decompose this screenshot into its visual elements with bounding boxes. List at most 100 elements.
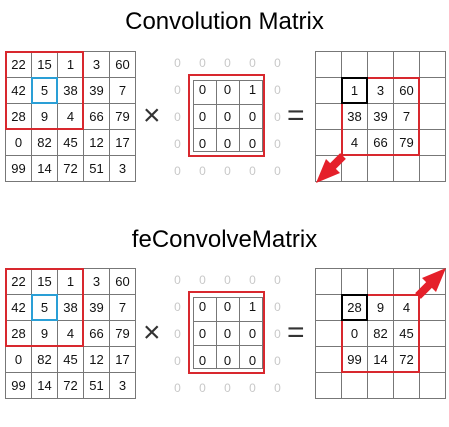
result-cell (394, 373, 420, 399)
kernel-gridlines (193, 80, 263, 152)
section-title: Convolution Matrix (125, 8, 324, 35)
result-cell (420, 130, 446, 156)
source-cell: 14 (32, 373, 58, 399)
source-cell: 39 (84, 295, 110, 321)
result-cell (368, 156, 394, 182)
kernel-cell: 0 (274, 82, 281, 97)
result-cell (316, 52, 342, 78)
result-origin-highlight (341, 77, 368, 104)
kernel-cell: 0 (248, 109, 257, 124)
kernel-cell: 0 (274, 55, 281, 70)
source-cell: 0 (6, 130, 32, 156)
kernel-cell: 0 (248, 353, 257, 368)
kernel-cell: 0 (174, 299, 181, 314)
source-cell: 60 (110, 269, 136, 295)
source-cell: 0 (6, 347, 32, 373)
result-cell (316, 373, 342, 399)
result-cell (316, 269, 342, 295)
result-cell (420, 269, 446, 295)
result-cell (342, 373, 368, 399)
kernel-cell: 0 (223, 299, 232, 314)
result-cell: 82 (368, 321, 394, 347)
kernel-cell: 0 (174, 353, 181, 368)
source-cell: 12 (84, 347, 110, 373)
kernel-cell: 0 (274, 272, 281, 287)
kernel-cell: 0 (198, 136, 207, 151)
source-cell: 3 (84, 269, 110, 295)
kernel-cell: 0 (199, 55, 206, 70)
result-cell: 0 (342, 321, 368, 347)
kernel-cell: 0 (223, 353, 232, 368)
kernel-cell: 0 (199, 163, 206, 178)
result-cell (420, 347, 446, 373)
kernel-cell: 0 (174, 136, 181, 151)
shift-arrow-down-left (316, 153, 346, 183)
kernel-cell: 0 (224, 163, 231, 178)
source-cell: 82 (32, 130, 58, 156)
source-cell: 14 (32, 156, 58, 182)
kernel-cell: 0 (248, 326, 257, 341)
equals-symbol: = (287, 99, 305, 132)
multiply-symbol: × (143, 99, 161, 132)
equals-symbol: = (287, 316, 305, 349)
source-cell: 12 (84, 130, 110, 156)
source-cell: 3 (84, 52, 110, 78)
source-cell: 17 (110, 347, 136, 373)
shift-arrow-up-right (415, 268, 446, 299)
result-cell: 9 (368, 295, 394, 321)
source-cell: 3 (110, 156, 136, 182)
result-cell (420, 78, 446, 104)
result-cell (342, 156, 368, 182)
result-cell (316, 156, 342, 182)
kernel-cell: 0 (174, 380, 181, 395)
result-cell (420, 295, 446, 321)
kernel-cell: 0 (274, 380, 281, 395)
source-cell: 45 (58, 130, 84, 156)
kernel-cell: 0 (249, 55, 256, 70)
kernel-cell: 0 (174, 55, 181, 70)
source-cell: 3 (110, 373, 136, 399)
kernel-cell: 0 (223, 109, 232, 124)
source-cell: 60 (110, 52, 136, 78)
result-cell (420, 104, 446, 130)
source-cell: 22 (6, 269, 32, 295)
result-cell: 38 (342, 104, 368, 130)
kernel-cell: 0 (274, 353, 281, 368)
kernel-cell: 0 (224, 55, 231, 70)
kernel-cell: 1 (248, 299, 257, 314)
source-cell: 79 (110, 321, 136, 347)
kernel-cell: 0 (249, 380, 256, 395)
kernel-highlight (188, 74, 265, 157)
kernel-cell: 0 (174, 272, 181, 287)
result-cell (420, 373, 446, 399)
result-cell (368, 373, 394, 399)
result-cell: 39 (368, 104, 394, 130)
source-cell: 66 (84, 321, 110, 347)
kernel-cell: 0 (198, 109, 207, 124)
source-cell: 51 (84, 373, 110, 399)
section-title: feConvolveMatrix (131, 226, 318, 253)
source-cell: 82 (32, 347, 58, 373)
source-cell: 7 (110, 78, 136, 104)
kernel-cell: 0 (274, 326, 281, 341)
kernel-cell: 0 (174, 326, 181, 341)
source-neighborhood-highlight (5, 268, 84, 347)
result-cell (394, 156, 420, 182)
kernel-cell: 0 (199, 380, 206, 395)
kernel-highlight (188, 291, 265, 374)
source-cell: 7 (110, 295, 136, 321)
kernel-cell: 0 (223, 136, 232, 151)
source-cell: 17 (110, 130, 136, 156)
result-origin-highlight (341, 294, 368, 321)
kernel-cell: 0 (199, 272, 206, 287)
kernel-cell: 0 (198, 353, 207, 368)
result-cell (420, 156, 446, 182)
kernel-cell: 0 (274, 299, 281, 314)
kernel-cell: 0 (249, 163, 256, 178)
kernel-cell: 0 (174, 109, 181, 124)
kernel-cell: 0 (223, 82, 232, 97)
kernel-gridlines (193, 297, 263, 369)
